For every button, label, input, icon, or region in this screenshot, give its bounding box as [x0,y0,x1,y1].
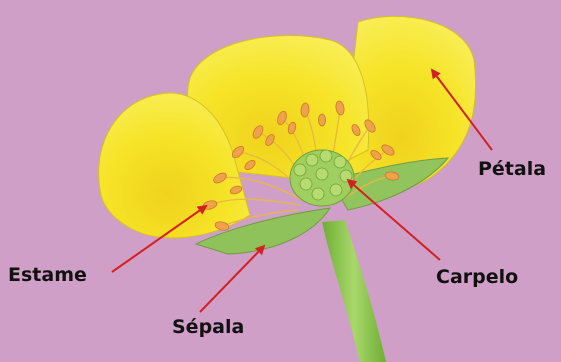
arrow-sepal [200,246,264,312]
stem [322,220,386,362]
label-stamen: Estame [8,266,87,285]
label-sepal: Sépala [172,318,244,337]
label-petal: Pétala [478,160,546,179]
carpels [290,150,354,206]
label-carpel: Carpelo [436,268,518,287]
